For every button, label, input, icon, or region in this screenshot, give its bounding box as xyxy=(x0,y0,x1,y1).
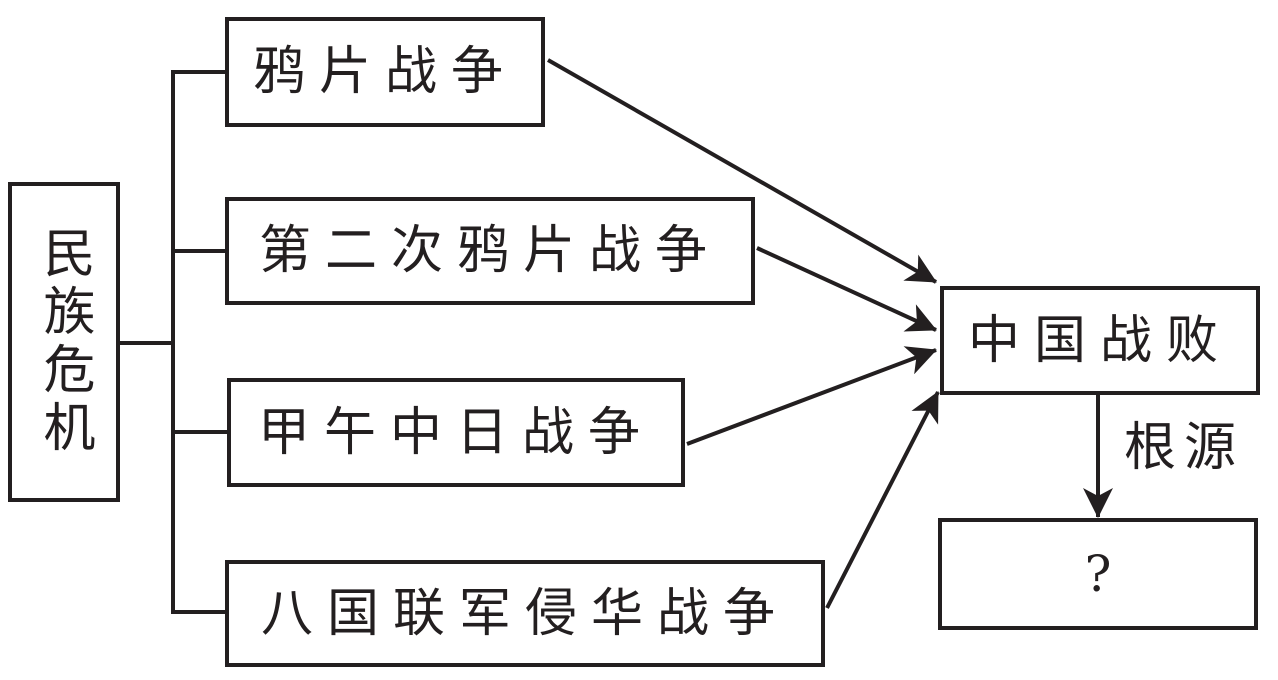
china-defeated-box: 中国战败 xyxy=(940,286,1260,395)
war-box-sino-japanese-war: 甲午中日战争 xyxy=(227,378,685,487)
question-mark-label: ? xyxy=(1084,545,1112,603)
war-label: 鸦片战争 xyxy=(252,42,517,102)
arrow-war-1 xyxy=(547,58,937,284)
national-crisis-box: 民族危机 xyxy=(8,182,120,502)
national-crisis-label: 民族危机 xyxy=(34,226,94,458)
arrow-war-4 xyxy=(825,391,940,609)
war-label: 甲午中日战争 xyxy=(257,402,654,463)
war-label: 八国联军侵华战争 xyxy=(260,583,789,644)
root-cause-label: 根源 xyxy=(1124,418,1245,478)
arrow-war-2 xyxy=(756,246,937,332)
arrow-war-3 xyxy=(686,346,937,446)
war-box-eight-nation-alliance: 八国联军侵华战争 xyxy=(225,560,825,667)
war-box-second-opium-war: 第二次鸦片战争 xyxy=(225,197,755,305)
war-label: 第二次鸦片战争 xyxy=(258,221,721,281)
war-box-opium-war: 鸦片战争 xyxy=(225,17,545,127)
china-defeated-label: 中国战败 xyxy=(967,310,1232,371)
unknown-answer-box: ? xyxy=(938,518,1258,630)
